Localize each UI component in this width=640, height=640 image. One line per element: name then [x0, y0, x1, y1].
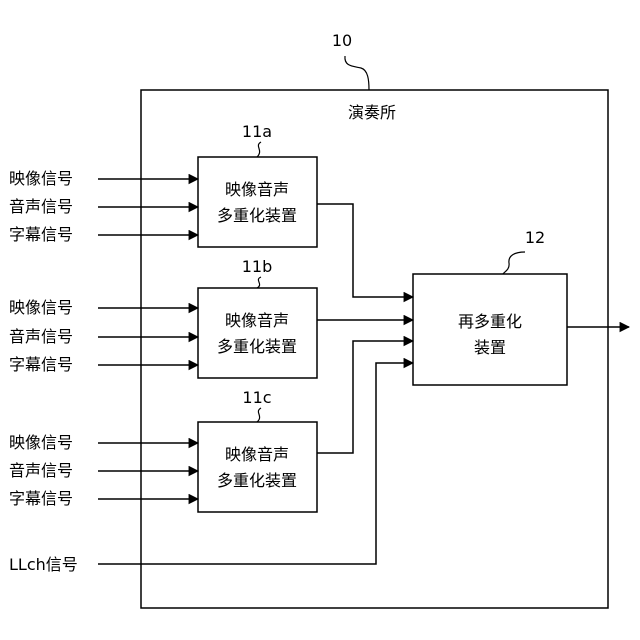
multiplexer-11a: 映像音声 多重化装置 11a	[198, 122, 317, 247]
connector-11a-to-12	[317, 204, 413, 297]
input-label-caption-2: 字幕信号	[9, 355, 73, 374]
facility-ref-number: 10	[332, 31, 352, 50]
facility-frame	[141, 90, 608, 608]
multiplexer-11c-ref-leader	[257, 408, 261, 422]
input-group-2: 映像信号 音声信号 字幕信号	[9, 298, 198, 374]
remultiplexer-12-line1: 再多重化	[458, 312, 522, 331]
remultiplexer-12: 再多重化 装置 12	[413, 228, 567, 385]
multiplexer-11b-ref-number: 11b	[242, 257, 273, 276]
multiplexer-11b-ref-leader	[257, 277, 261, 288]
multiplexer-11c-line1: 映像音声	[225, 445, 289, 464]
input-label-video-3: 映像信号	[9, 433, 73, 452]
input-label-video-1: 映像信号	[9, 169, 73, 188]
remultiplexer-12-ref-leader	[503, 252, 525, 274]
multiplexer-11a-line2: 多重化装置	[217, 206, 297, 225]
input-label-caption-1: 字幕信号	[9, 225, 73, 244]
input-label-audio-2: 音声信号	[9, 327, 73, 346]
llch-input-label: LLch信号	[9, 555, 78, 574]
input-label-audio-1: 音声信号	[9, 197, 73, 216]
input-label-video-2: 映像信号	[9, 298, 73, 317]
facility-ref-leader	[345, 56, 369, 90]
input-group-3: 映像信号 音声信号 字幕信号	[9, 433, 198, 508]
multiplexer-11b-line2: 多重化装置	[217, 337, 297, 356]
multiplexer-11a-box	[198, 157, 317, 247]
input-group-1: 映像信号 音声信号 字幕信号	[9, 169, 198, 244]
input-label-audio-3: 音声信号	[9, 461, 73, 480]
multiplexer-11b-box	[198, 288, 317, 378]
facility-label: 演奏所	[348, 103, 396, 122]
multiplexer-11b: 映像音声 多重化装置 11b	[198, 257, 317, 378]
multiplexer-11a-ref-leader	[257, 142, 261, 157]
multiplexer-11c-box	[198, 422, 317, 512]
multiplexer-11c-ref-number: 11c	[242, 388, 271, 407]
multiplexer-11b-line1: 映像音声	[225, 311, 289, 330]
remultiplexer-12-ref-number: 12	[525, 228, 545, 247]
multiplexer-11c-line2: 多重化装置	[217, 471, 297, 490]
connector-11c-to-12	[317, 341, 413, 453]
remultiplexer-12-line2: 装置	[474, 338, 506, 357]
multiplexer-11a-ref-number: 11a	[242, 122, 272, 141]
input-label-caption-3: 字幕信号	[9, 489, 73, 508]
multiplexer-11a-line1: 映像音声	[225, 180, 289, 199]
multiplexer-11c: 映像音声 多重化装置 11c	[198, 388, 317, 512]
